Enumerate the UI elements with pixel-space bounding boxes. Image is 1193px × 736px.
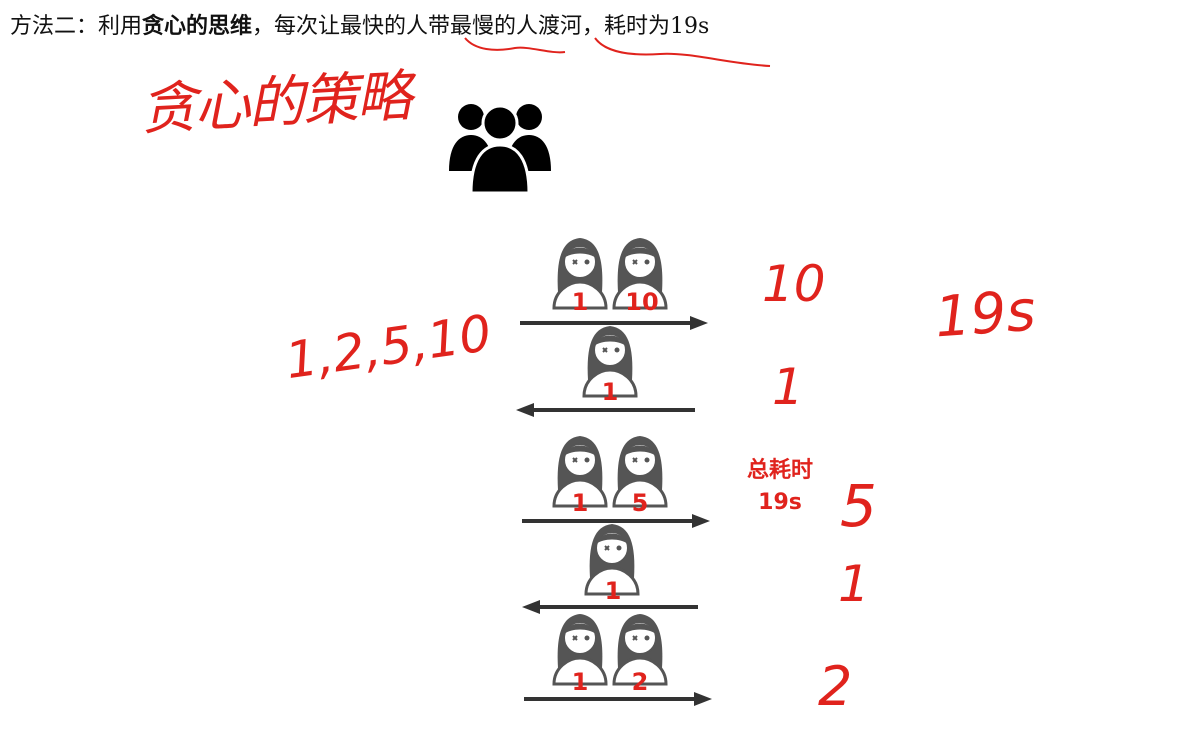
person-label: 10 (625, 288, 659, 316)
person-label: 1 (604, 577, 622, 605)
person-label: 1 (571, 489, 589, 517)
page-title: 方法二：利用贪心的思维，每次让最快的人带最慢的人渡河，耗时为19s (10, 8, 709, 40)
title-bold: 贪心的思维 (142, 13, 253, 39)
total-label: 总耗时 (746, 458, 813, 483)
squiggle-fastest (464, 37, 566, 54)
squiggle-slowest (594, 37, 771, 67)
arrow-head (692, 514, 710, 528)
handwritten-step-time: 5 (840, 472, 877, 540)
handwritten-step-time: 1 (838, 555, 870, 613)
arrow-head (516, 403, 534, 417)
crossing-row-5 (524, 612, 712, 706)
person-label: 2 (631, 668, 649, 696)
title-prefix: 方法二：利用 (10, 14, 143, 39)
crossing-row-1 (520, 236, 708, 330)
person-label: 1 (571, 288, 589, 316)
handwritten-step-time: 2 (818, 655, 853, 718)
crossing-row-2 (516, 324, 695, 417)
arrow-head (694, 692, 712, 706)
handwritten-step-time: 1 (772, 358, 804, 416)
total-time: 总耗时 19s (730, 455, 830, 519)
handwritten-step-time: 10 (762, 255, 826, 313)
person-label: 5 (631, 489, 649, 517)
crossing-row-3 (522, 434, 710, 528)
arrow-head (690, 316, 708, 330)
underline-squiggles (464, 37, 771, 67)
total-value: 19s (758, 489, 802, 515)
arrow-head (522, 600, 540, 614)
title-suffix: ，每次让最快的人带最慢的人渡河，耗时为19s (252, 14, 710, 39)
person-label: 1 (571, 668, 589, 696)
person-label: 1 (601, 378, 619, 406)
people-group-icon (449, 104, 551, 195)
crossing-row-4 (522, 522, 698, 614)
